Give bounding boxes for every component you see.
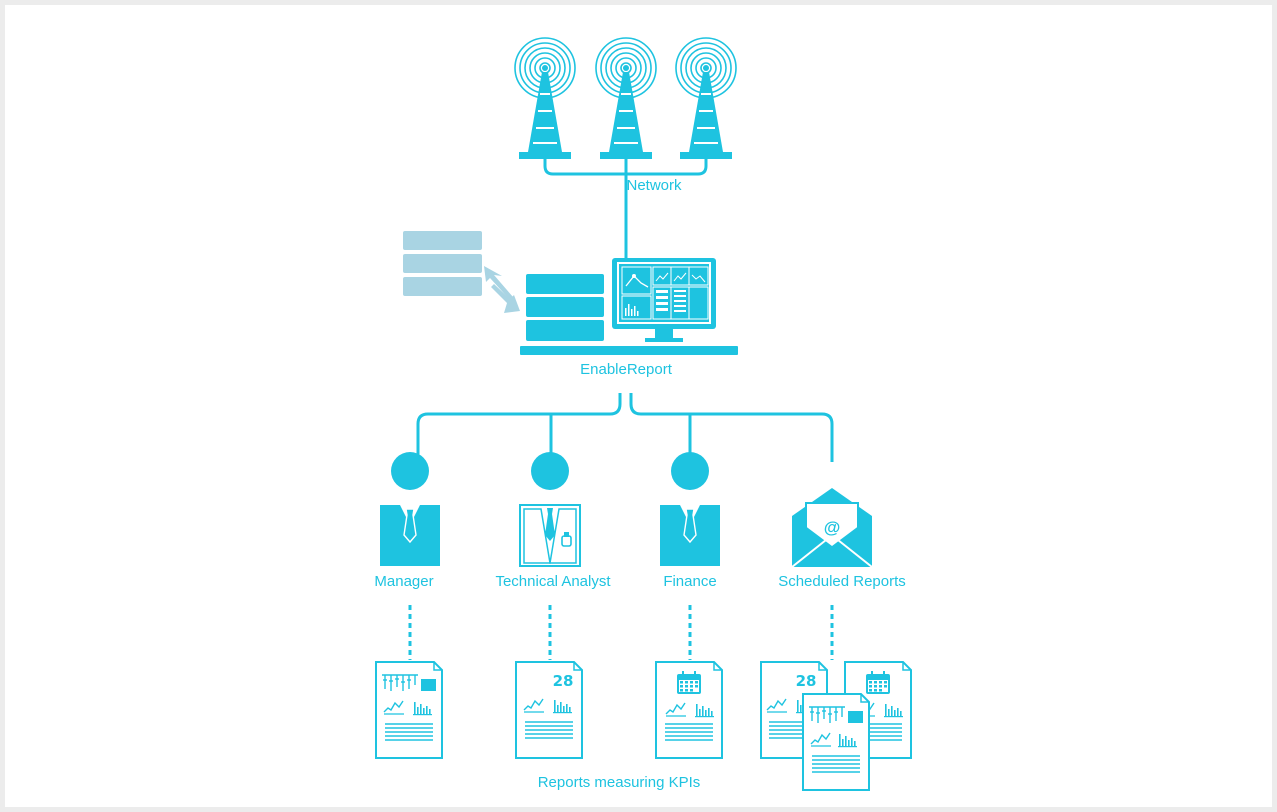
technical-analyst-label: Technical Analyst [495,573,611,590]
report-document-icon [655,661,723,759]
finance-label: Finance [663,573,717,590]
enablereport-label: EnableReport [580,361,672,378]
finance-icon [659,451,721,567]
email-at-symbol: @ [824,518,841,537]
manager-icon [379,451,441,567]
email-envelope-icon: @ [791,488,873,568]
dashboard-monitor-icon [612,258,716,342]
network-label: Network [626,177,682,194]
report-document-icon: 28 [515,661,583,759]
scheduled-reports-label: Scheduled Reports [778,573,906,590]
manager-label: Manager [374,573,434,590]
reports-caption: Reports measuring KPIs [537,774,701,791]
report-document-icon: 28 [760,661,828,759]
backup-database-icon [403,231,482,296]
radio-tower-icon [514,37,576,160]
radio-tower-icon [595,37,657,160]
sync-arrows-icon [484,266,520,313]
distribution-lines [416,393,834,462]
radio-tower-icon [675,37,737,160]
report-document-icon [802,693,870,791]
calendar-day-number: 28 [796,672,817,690]
calendar-day-number: 28 [553,672,574,690]
report-dashed-lines [408,605,834,660]
network-connector-lines [543,159,708,258]
database-icon [526,274,604,341]
report-document-icon [375,661,443,759]
technical-analyst-icon [519,451,581,567]
server-platform-bar [520,346,738,355]
